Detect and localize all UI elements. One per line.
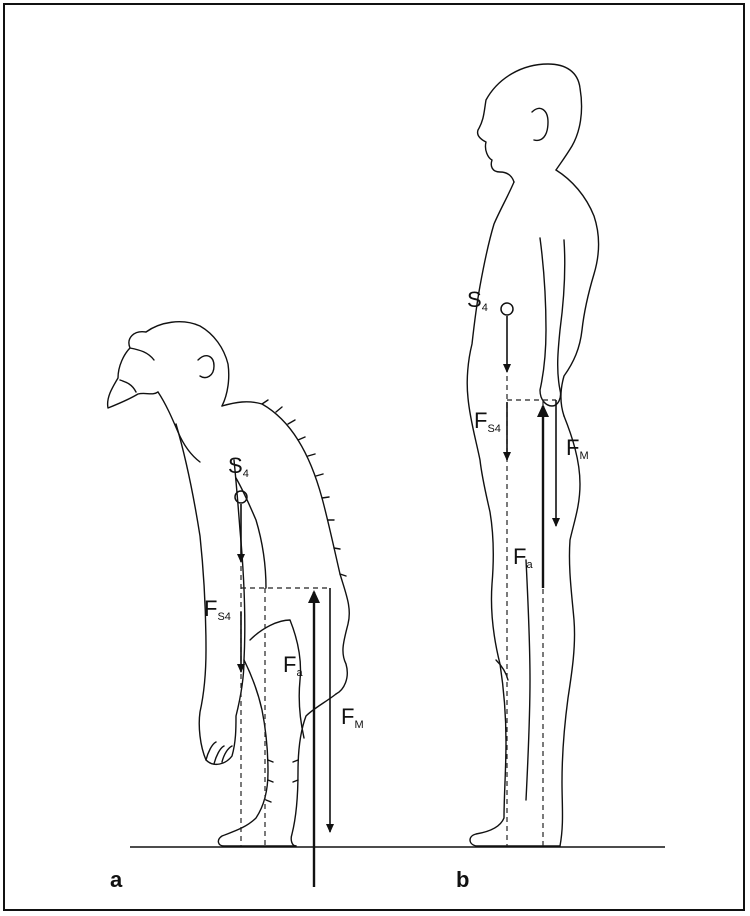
ape-s4-label: S4	[228, 453, 249, 480]
human-head	[478, 64, 582, 182]
human-arm	[540, 238, 565, 406]
human-s4-label: S4	[467, 287, 488, 314]
panel-label-a: a	[110, 867, 123, 892]
ape-ear	[198, 356, 214, 378]
human-center-of-mass	[501, 303, 513, 315]
human-fa-label: Fa	[513, 544, 533, 571]
human-front	[467, 182, 560, 846]
panel-label-b: b	[456, 867, 469, 892]
ape-front-leg	[218, 660, 296, 846]
human-fs4-label: FS4	[474, 408, 501, 435]
ape-hair	[262, 400, 346, 576]
ape-leg-hair	[266, 760, 298, 802]
ape-fm-label: FM	[341, 704, 364, 731]
human-back-leg	[560, 416, 580, 846]
ape-thigh	[250, 620, 304, 738]
human-fm-label: FM	[566, 435, 589, 462]
human-back	[556, 170, 599, 416]
human-leg-line	[526, 560, 530, 800]
human-ear	[532, 108, 548, 140]
ape-fs4-label: FS4	[204, 596, 231, 623]
ape-head	[108, 322, 229, 408]
ape-chest	[158, 392, 200, 462]
